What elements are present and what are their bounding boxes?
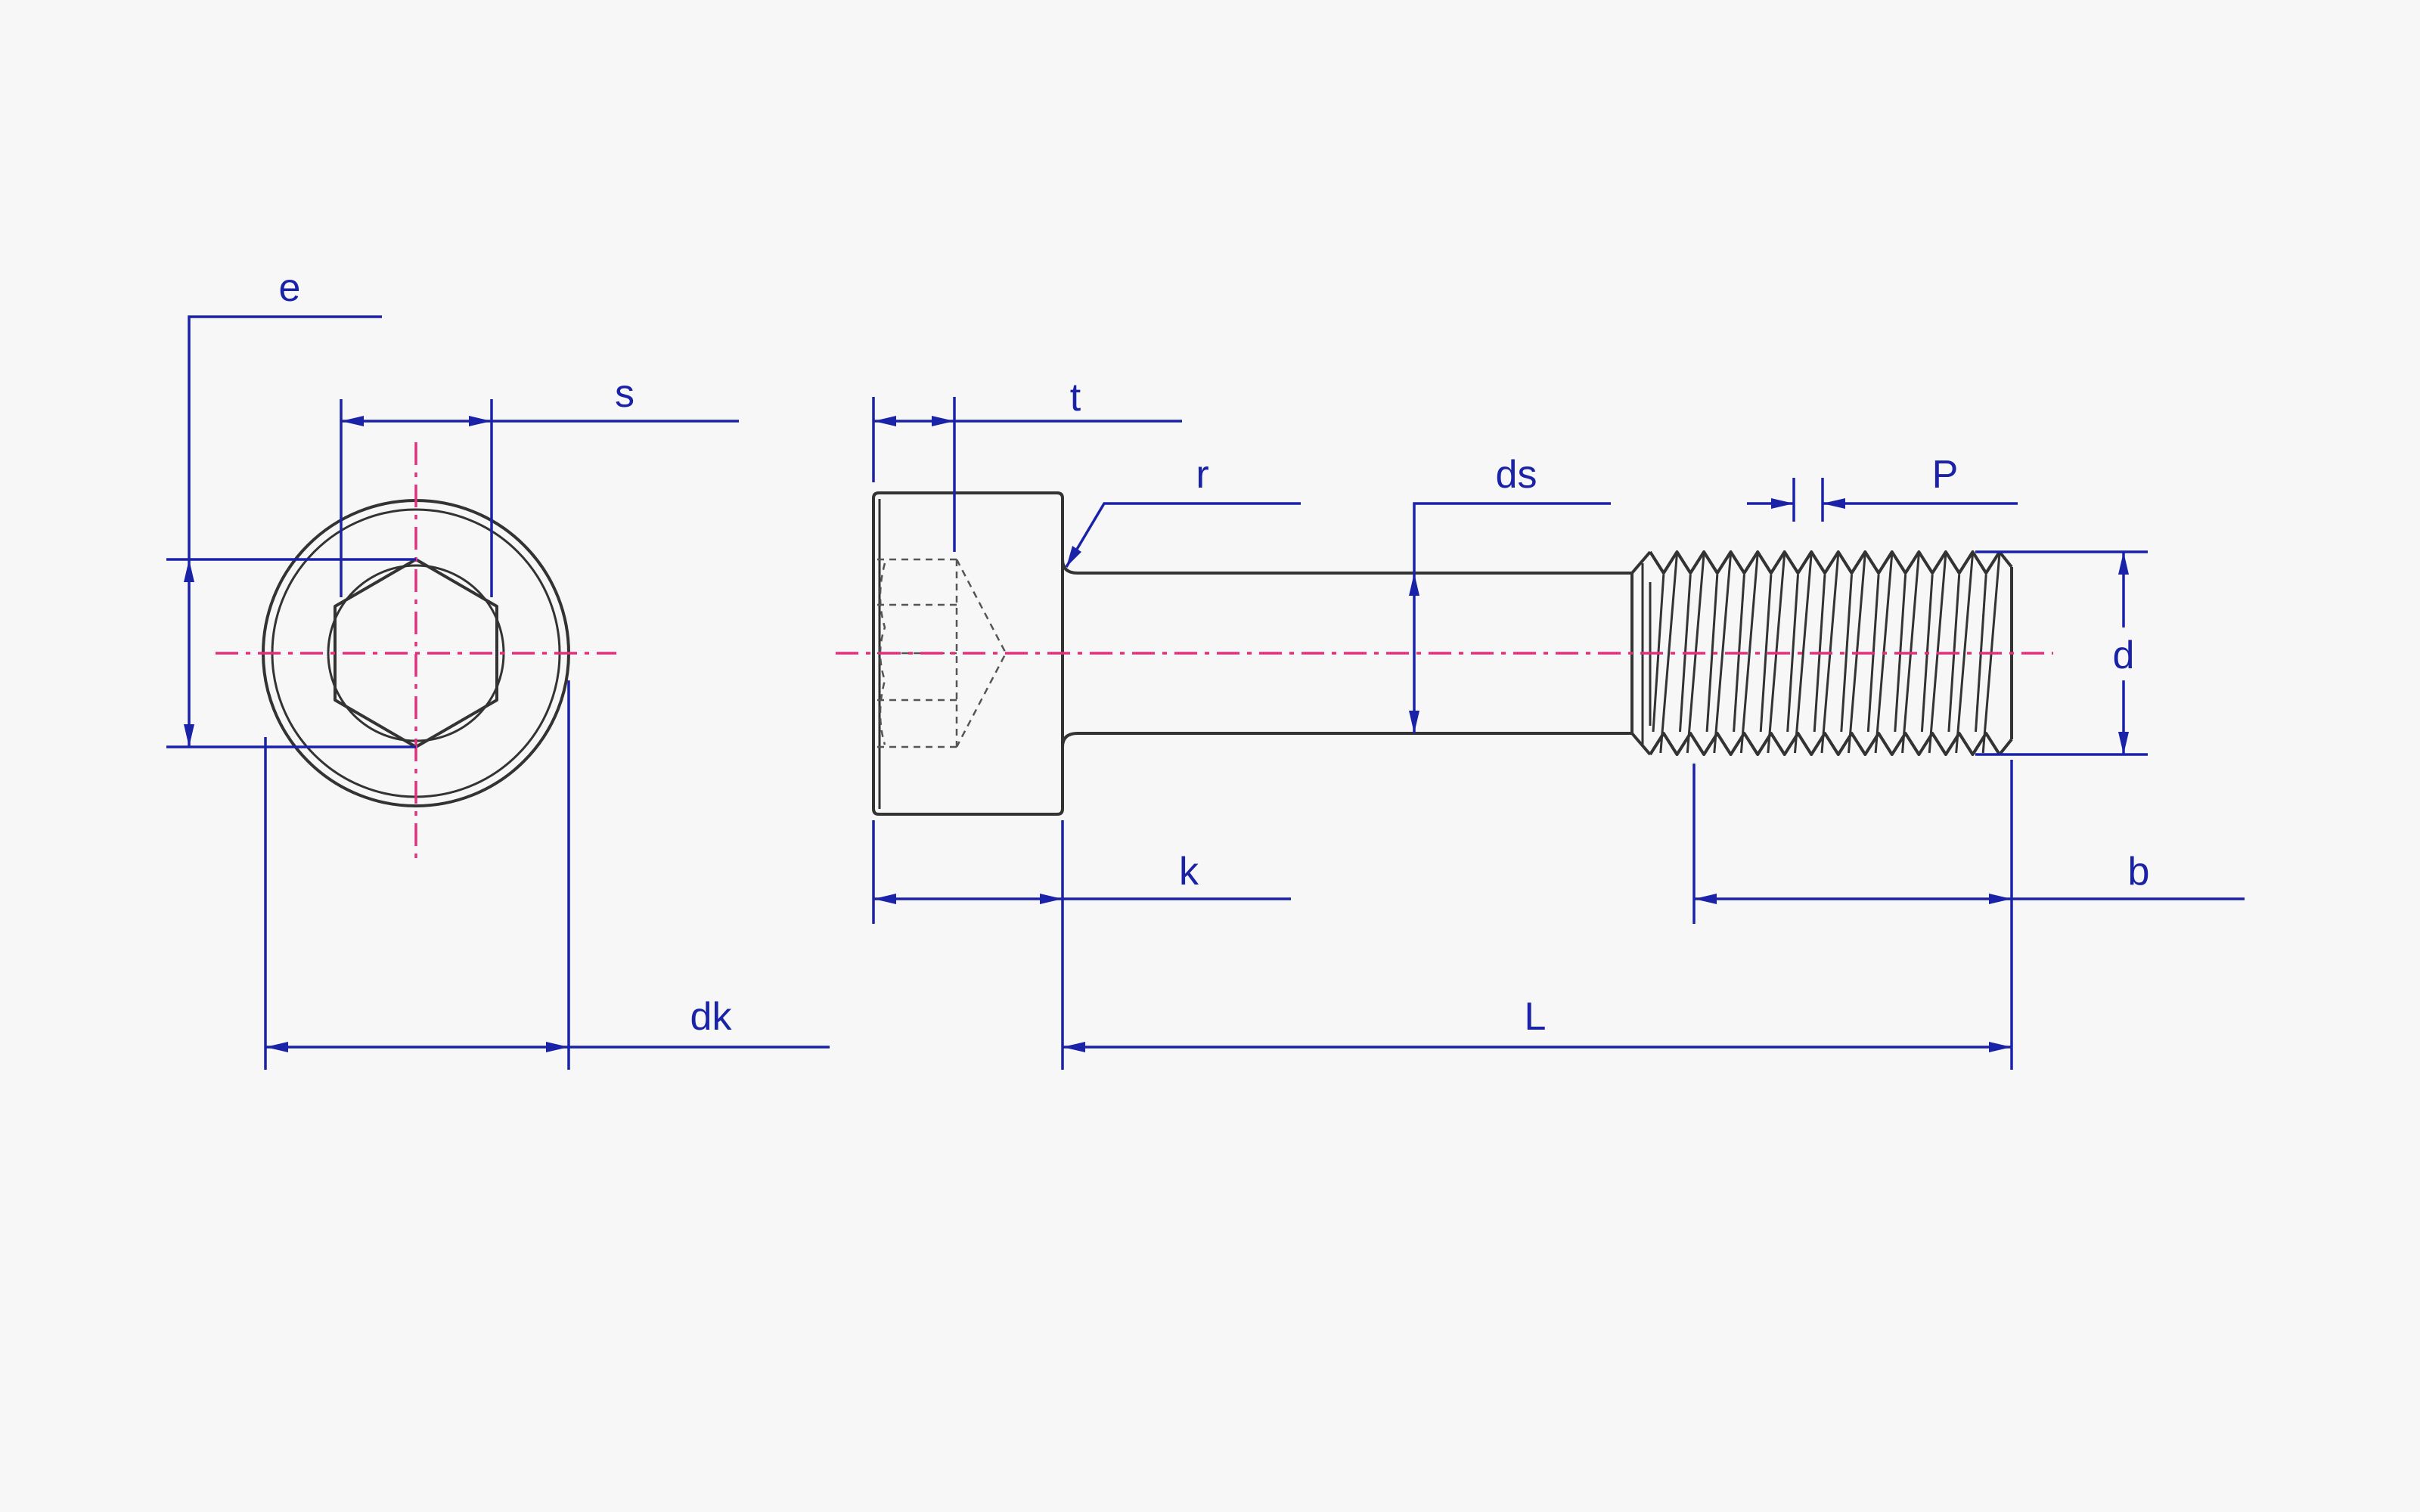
- thread-flank-line: [1794, 553, 1813, 754]
- thread-flank-line: [1955, 553, 1974, 754]
- dimension-e: e: [166, 266, 416, 748]
- label-e: e: [279, 266, 301, 310]
- dimension-dk: dk: [264, 680, 830, 1070]
- dimension-L: L: [1063, 995, 2012, 1052]
- thread-root-line: [1759, 574, 1773, 733]
- thread-crest-top: [1649, 550, 2001, 575]
- thread-root-line: [1786, 574, 1799, 733]
- dimension-s: s: [340, 372, 739, 597]
- label-r: r: [1196, 453, 1208, 497]
- label-t: t: [1070, 376, 1081, 420]
- thread-flank-line: [1739, 553, 1759, 754]
- dimensions: e s dk t: [166, 266, 2245, 1070]
- side-view: [836, 491, 2053, 816]
- label-dk: dk: [690, 995, 733, 1039]
- dimension-ds: ds: [1409, 453, 1611, 733]
- label-b: b: [2128, 850, 2150, 894]
- dimension-d: d: [1975, 550, 2148, 756]
- thread-flank-line: [1713, 553, 1733, 754]
- screw-head: [872, 491, 1064, 816]
- dimension-b: b: [1692, 760, 2245, 1070]
- label-d: d: [2113, 634, 2135, 677]
- dimension-k: k: [872, 820, 1291, 1070]
- label-L: L: [1525, 995, 1547, 1039]
- thread-flank-line: [1659, 553, 1678, 754]
- label-ds: ds: [1496, 453, 1537, 497]
- dimension-t: t: [872, 376, 1182, 552]
- screw-shank: [1061, 559, 1632, 748]
- dimension-P: P: [1747, 453, 2018, 522]
- label-k: k: [1179, 850, 1199, 894]
- thread-crest-bottom: [1649, 732, 2001, 756]
- dimension-r: r: [1065, 453, 1301, 568]
- label-s: s: [615, 372, 634, 416]
- label-P: P: [1932, 453, 1959, 497]
- thread-root-line: [1705, 574, 1719, 733]
- end-view: [216, 442, 616, 866]
- thread-root-line: [1840, 574, 1853, 733]
